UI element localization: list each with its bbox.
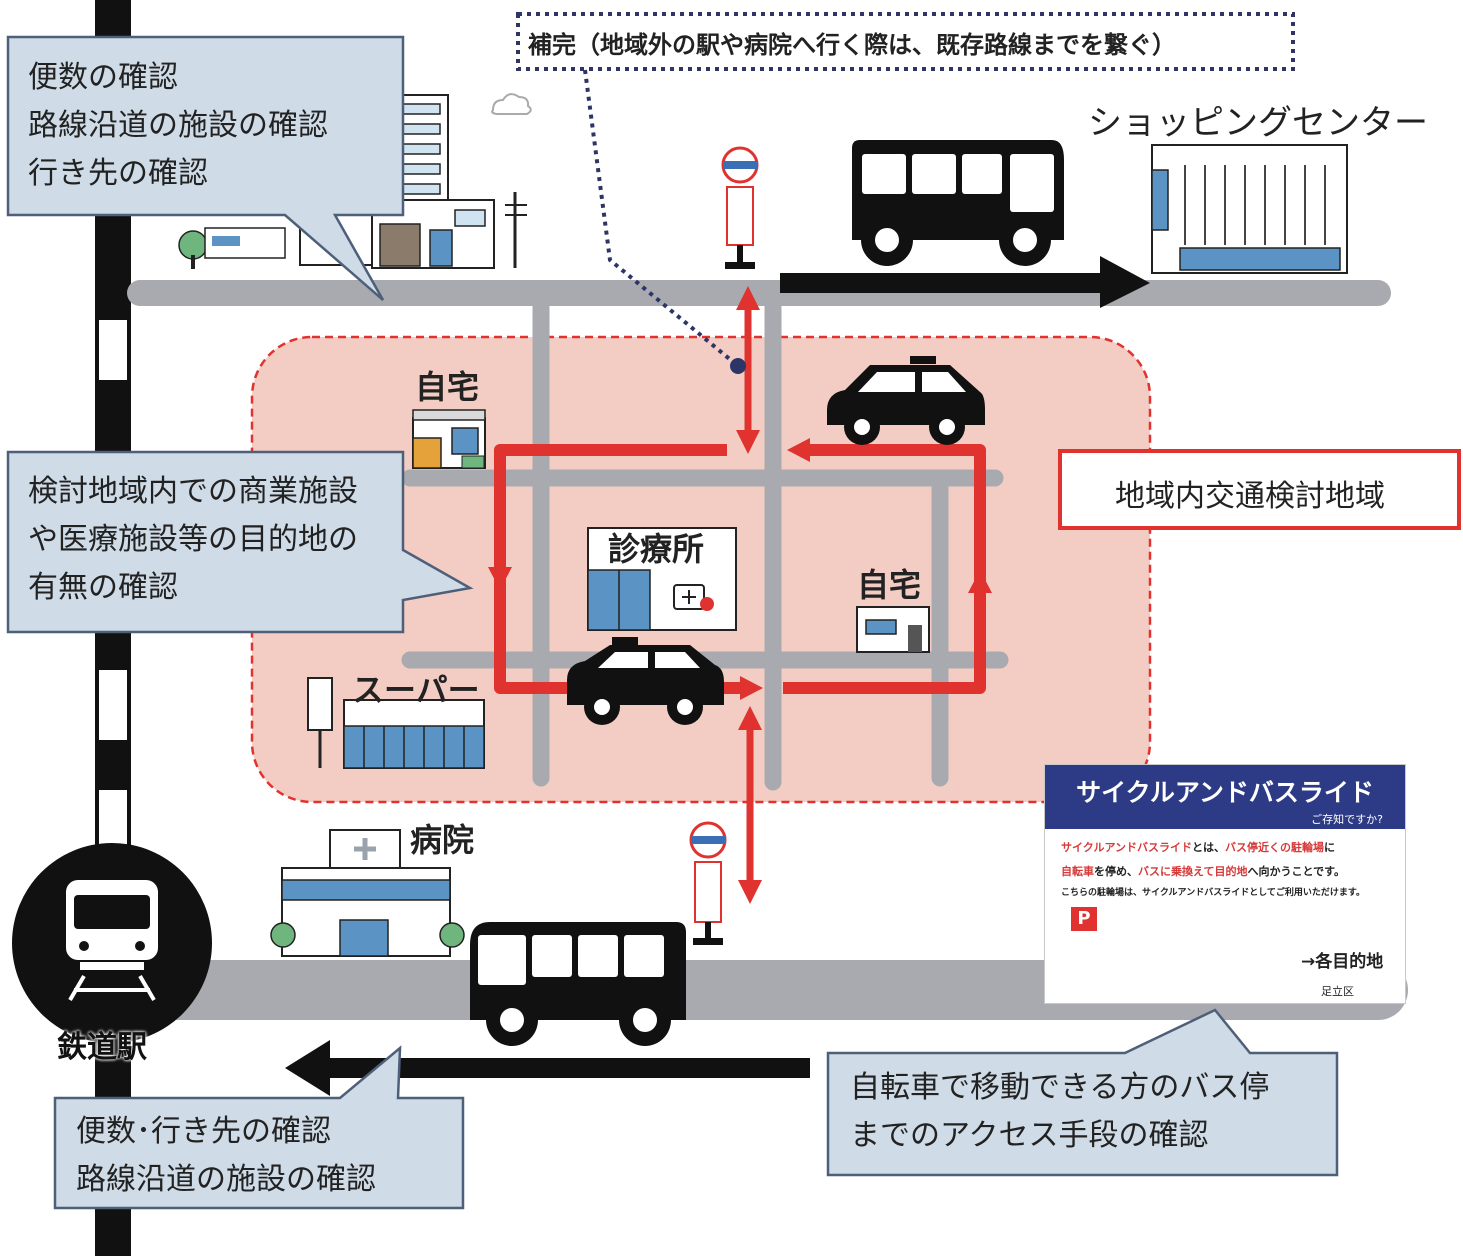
supermarket-label: スーパー bbox=[352, 671, 480, 709]
poster-line-1: サイクルアンドバスライドとは、バス停近くの駐輪場に bbox=[1061, 841, 1336, 854]
area-legend-box bbox=[1058, 449, 1461, 530]
supplement-point bbox=[730, 358, 746, 374]
taxi-icon-top bbox=[827, 356, 985, 445]
shopping-center-label: ショッピングセンター bbox=[1088, 103, 1428, 143]
supplement-label: 補完（地域外の駅や病院へ行く際は、既存路線までを繋ぐ） bbox=[528, 31, 1176, 59]
connector-north bbox=[736, 286, 760, 454]
poster-line-3: こちらの駐輪場は、サイクルアンドバスライドとしてご利用いただけます。 bbox=[1061, 888, 1366, 898]
cloud-icon bbox=[491, 93, 532, 115]
poster-header: サイクルアンドバスライド ご存知ですか? bbox=[1045, 765, 1405, 829]
bus-icon-bottom bbox=[470, 922, 686, 1046]
home-label-2: 自宅 bbox=[857, 566, 922, 604]
supplement-box bbox=[516, 12, 1295, 71]
bus-route-arrow-west bbox=[285, 1040, 810, 1096]
poster-destination: →各目的地 bbox=[1301, 952, 1384, 972]
railway-station-icon bbox=[12, 843, 212, 1043]
loop-arrowheads bbox=[488, 438, 992, 700]
bus-stop-sign-south bbox=[689, 821, 727, 945]
poster-title: サイクルアンドバスライド bbox=[1076, 778, 1374, 807]
office-building-icon bbox=[371, 192, 527, 269]
poster-line-2: 自転車を停め、バスに乗換えて目的地へ向かうことです。 bbox=[1061, 865, 1346, 878]
callout-top-left bbox=[6, 35, 405, 301]
home-label-1: 自宅 bbox=[415, 368, 480, 406]
callout-bottom-right-text: 自転車で移動できる方のバス停 までのアクセス手段の確認 bbox=[850, 1070, 1270, 1153]
poster-subtitle: ご存知ですか? bbox=[1311, 813, 1383, 826]
shopping-center-icon bbox=[1151, 144, 1348, 274]
supplement-leader bbox=[583, 69, 740, 368]
bus-route-arrow-east bbox=[780, 256, 1150, 308]
hospital-label: 病院 bbox=[410, 821, 475, 859]
bus-stop-sign-north bbox=[721, 146, 759, 269]
connector-south bbox=[738, 706, 762, 904]
callout-mid-left-text: 検討地域内での商業施設 や医療施設等の目的地の 有無の確認 bbox=[28, 474, 358, 605]
area-legend-label: 地域内交通検討地域 bbox=[1115, 479, 1385, 514]
callout-bottom-right bbox=[826, 1008, 1339, 1177]
clinic-label: 診療所 bbox=[608, 530, 705, 568]
cycle-and-bus-ride-poster: サイクルアンドバスライド ご存知ですか? サイクルアンドバスライドとは、バス停近… bbox=[1044, 764, 1406, 1004]
taxi-icon-bottom bbox=[567, 637, 724, 725]
supermarket-icon bbox=[307, 677, 485, 769]
poster-ward: 足立区 bbox=[1321, 985, 1354, 998]
station-label: 鉄道駅 bbox=[57, 1030, 147, 1065]
parking-icon: P bbox=[1071, 907, 1097, 931]
tree-icon bbox=[178, 227, 286, 269]
callout-bottom-left bbox=[53, 1045, 465, 1210]
house-icon-2 bbox=[856, 606, 930, 653]
hospital-building-icon bbox=[270, 829, 465, 957]
clinic-building-icon bbox=[587, 527, 737, 631]
callout-mid-left bbox=[6, 450, 474, 634]
bus-icon-top bbox=[852, 140, 1064, 266]
callout-bottom-left-text: 便数･行き先の確認 路線沿道の施設の確認 bbox=[76, 1114, 376, 1197]
house-icon-1 bbox=[412, 409, 486, 469]
callout-top-left-text: 便数の確認 路線沿道の施設の確認 行き先の確認 bbox=[28, 60, 328, 191]
